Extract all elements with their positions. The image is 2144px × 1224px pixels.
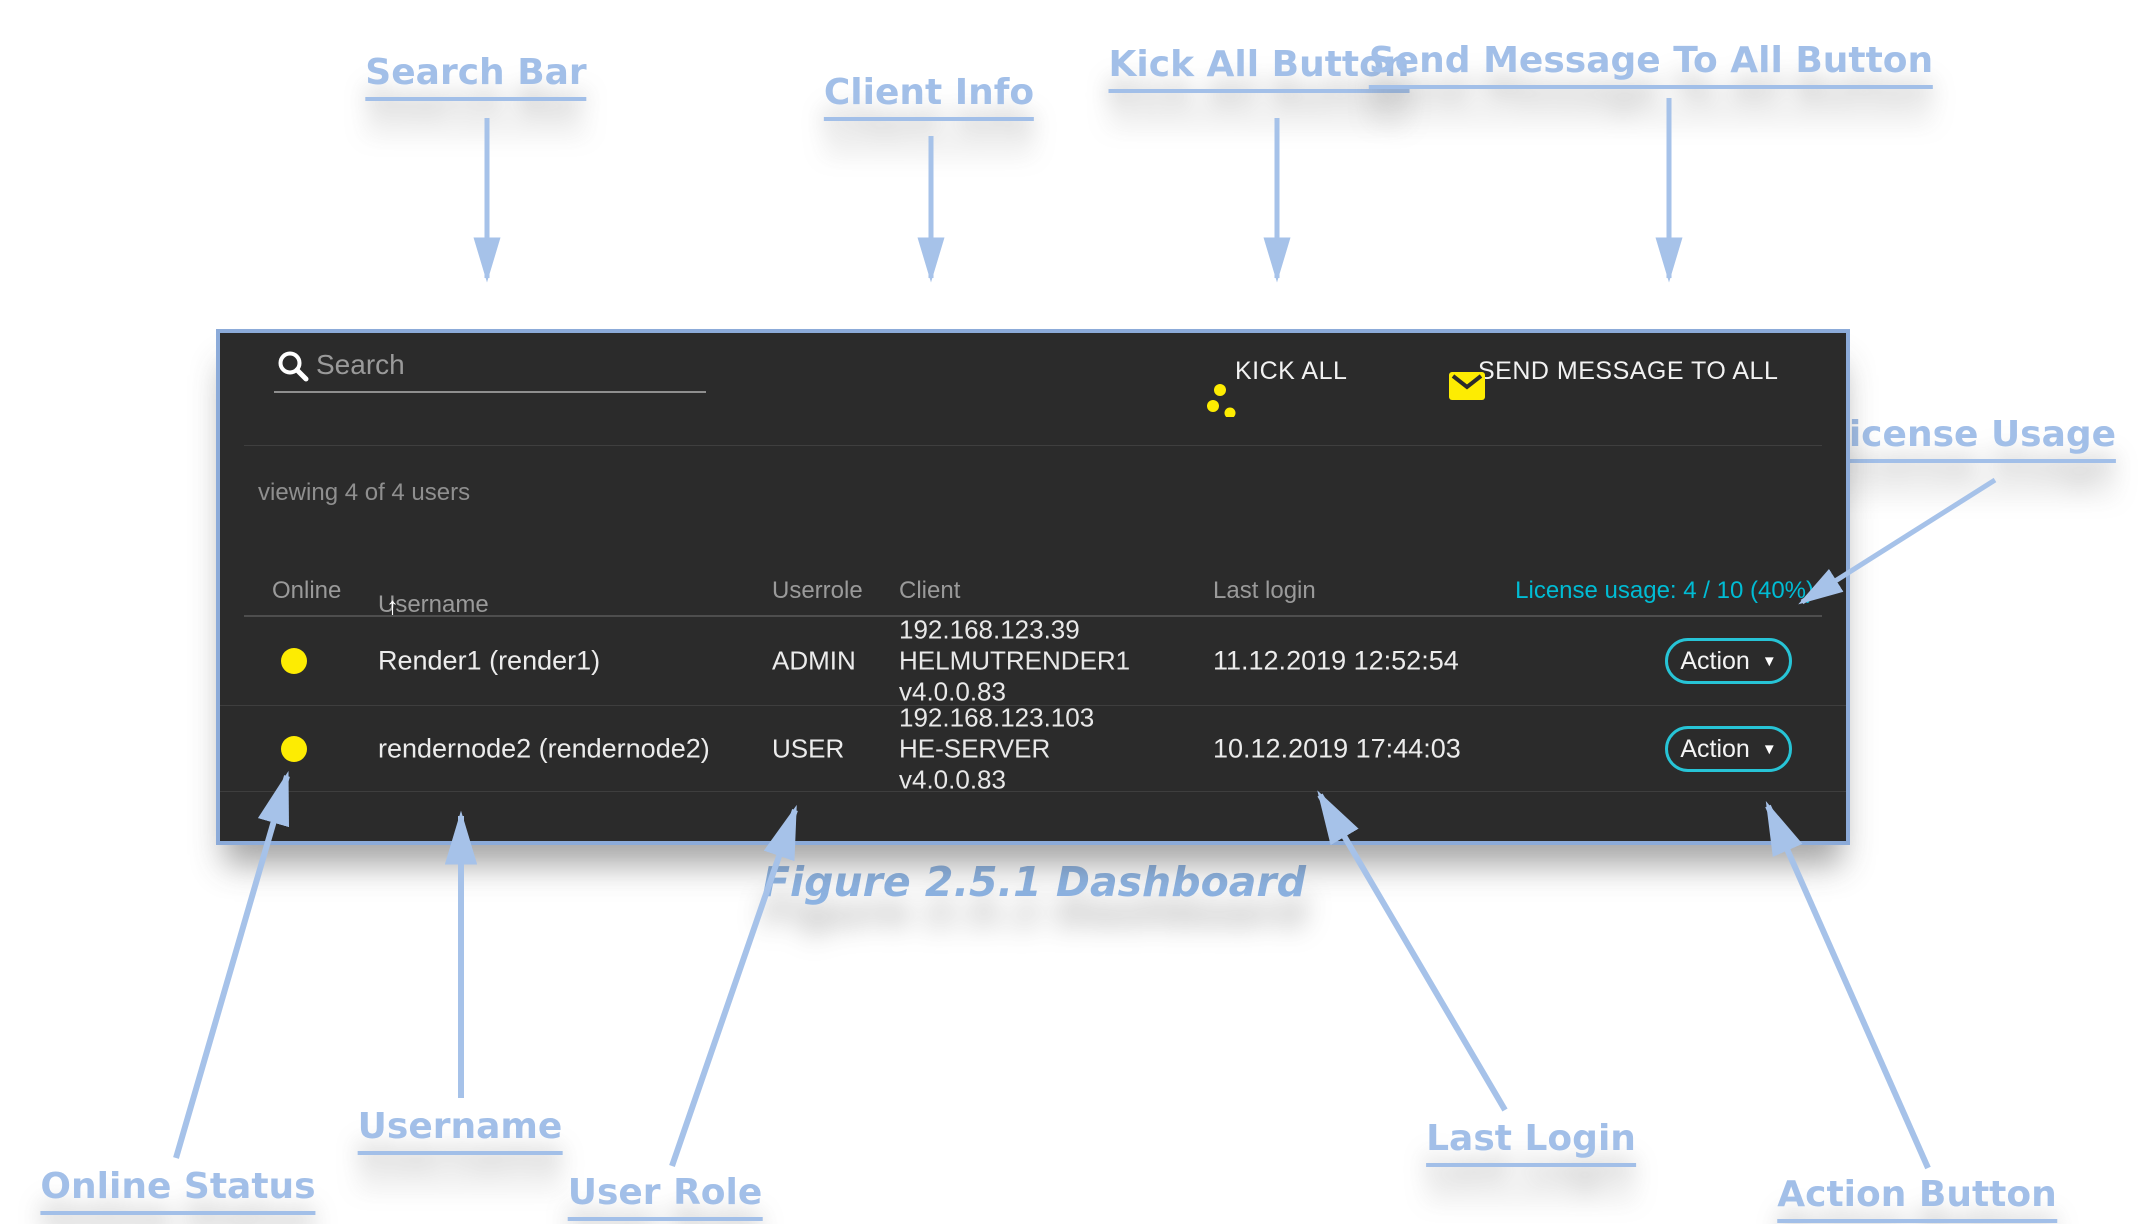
userrole-cell: ADMIN — [772, 645, 856, 676]
client-info-cell: 192.168.123.103 HE-SERVER v4.0.0.83 — [899, 703, 1094, 796]
online-status-dot — [281, 648, 307, 674]
header-client: Client — [899, 577, 961, 604]
client-hostname: HELMUTRENDER1 — [899, 645, 1131, 676]
header-divider — [244, 615, 1822, 617]
table-header-row: Online Username↑ Userrole Client Last lo… — [220, 569, 1846, 621]
user-role-callout: User Role — [567, 1172, 763, 1221]
header-userrole: Userrole — [772, 577, 863, 604]
action-button-callout: Action Button — [1777, 1174, 2057, 1223]
sort-ascending-icon: ↑ — [386, 591, 399, 621]
action-button-label: Action — [1680, 734, 1750, 763]
last-login-cell: 10.12.2019 17:44:03 — [1213, 733, 1461, 764]
userrole-cell: USER — [772, 733, 845, 764]
send-message-to-all-button[interactable]: SEND MESSAGE TO ALL — [1448, 347, 1779, 400]
client-hostname: HE-SERVER — [899, 733, 1051, 764]
online-status-dot — [281, 736, 307, 762]
username-callout: Username — [357, 1106, 563, 1155]
chevron-down-icon: ▼ — [1761, 740, 1777, 758]
client-ip: 192.168.123.39 — [899, 614, 1080, 645]
client-info-callout: Client Info — [823, 72, 1035, 121]
send-message-callout: Send Message To All Button — [1368, 40, 1934, 89]
table-row: Render1 (render1) ADMIN 192.168.123.39 H… — [220, 615, 1846, 708]
action-button-label: Action — [1680, 646, 1750, 675]
action-button[interactable]: Action ▼ — [1665, 638, 1792, 684]
kick-all-button[interactable]: KICK ALL — [1205, 347, 1348, 417]
online-status-callout: Online Status — [40, 1166, 316, 1215]
arrow-action-button — [1765, 801, 1931, 1170]
chevron-down-icon: ▼ — [1761, 652, 1777, 670]
figure-caption: Figure 2.5.1 Dashboard — [762, 858, 1306, 906]
search-underline — [274, 391, 706, 393]
toolbar-divider — [244, 445, 1822, 446]
last-login-cell: 11.12.2019 12:52:54 — [1213, 645, 1459, 676]
send-message-label: SEND MESSAGE TO ALL — [1478, 356, 1779, 385]
dashboard-panel: KICK ALL SEND MESSAGE TO ALL viewing 4 o… — [216, 329, 1850, 845]
kick-all-callout: Kick All Button — [1108, 44, 1410, 93]
username-cell: Render1 (render1) — [378, 645, 601, 676]
search-icon[interactable] — [276, 349, 310, 383]
client-info-cell: 192.168.123.39 HELMUTRENDER1 v4.0.0.83 — [899, 615, 1130, 708]
search-input[interactable] — [316, 343, 706, 387]
search-bar-callout: Search Bar — [365, 52, 587, 101]
header-username-label: Username — [378, 591, 489, 618]
table-row: rendernode2 (rendernode2) USER 192.168.1… — [220, 703, 1846, 795]
header-online: Online — [272, 577, 342, 604]
action-button[interactable]: Action ▼ — [1665, 726, 1792, 772]
license-usage-callout: License Usage — [1825, 414, 2117, 463]
kick-all-label: KICK ALL — [1235, 356, 1348, 385]
client-version: v4.0.0.83 — [899, 676, 1006, 707]
viewing-count-text: viewing 4 of 4 users — [258, 479, 471, 506]
header-last-login: Last login — [1213, 577, 1316, 604]
client-ip: 192.168.123.103 — [899, 702, 1095, 733]
license-usage-text: License usage: 4 / 10 (40%) — [1515, 577, 1814, 604]
last-login-callout: Last Login — [1426, 1118, 1636, 1167]
client-version: v4.0.0.83 — [899, 764, 1006, 795]
username-cell: rendernode2 (rendernode2) — [378, 733, 710, 764]
